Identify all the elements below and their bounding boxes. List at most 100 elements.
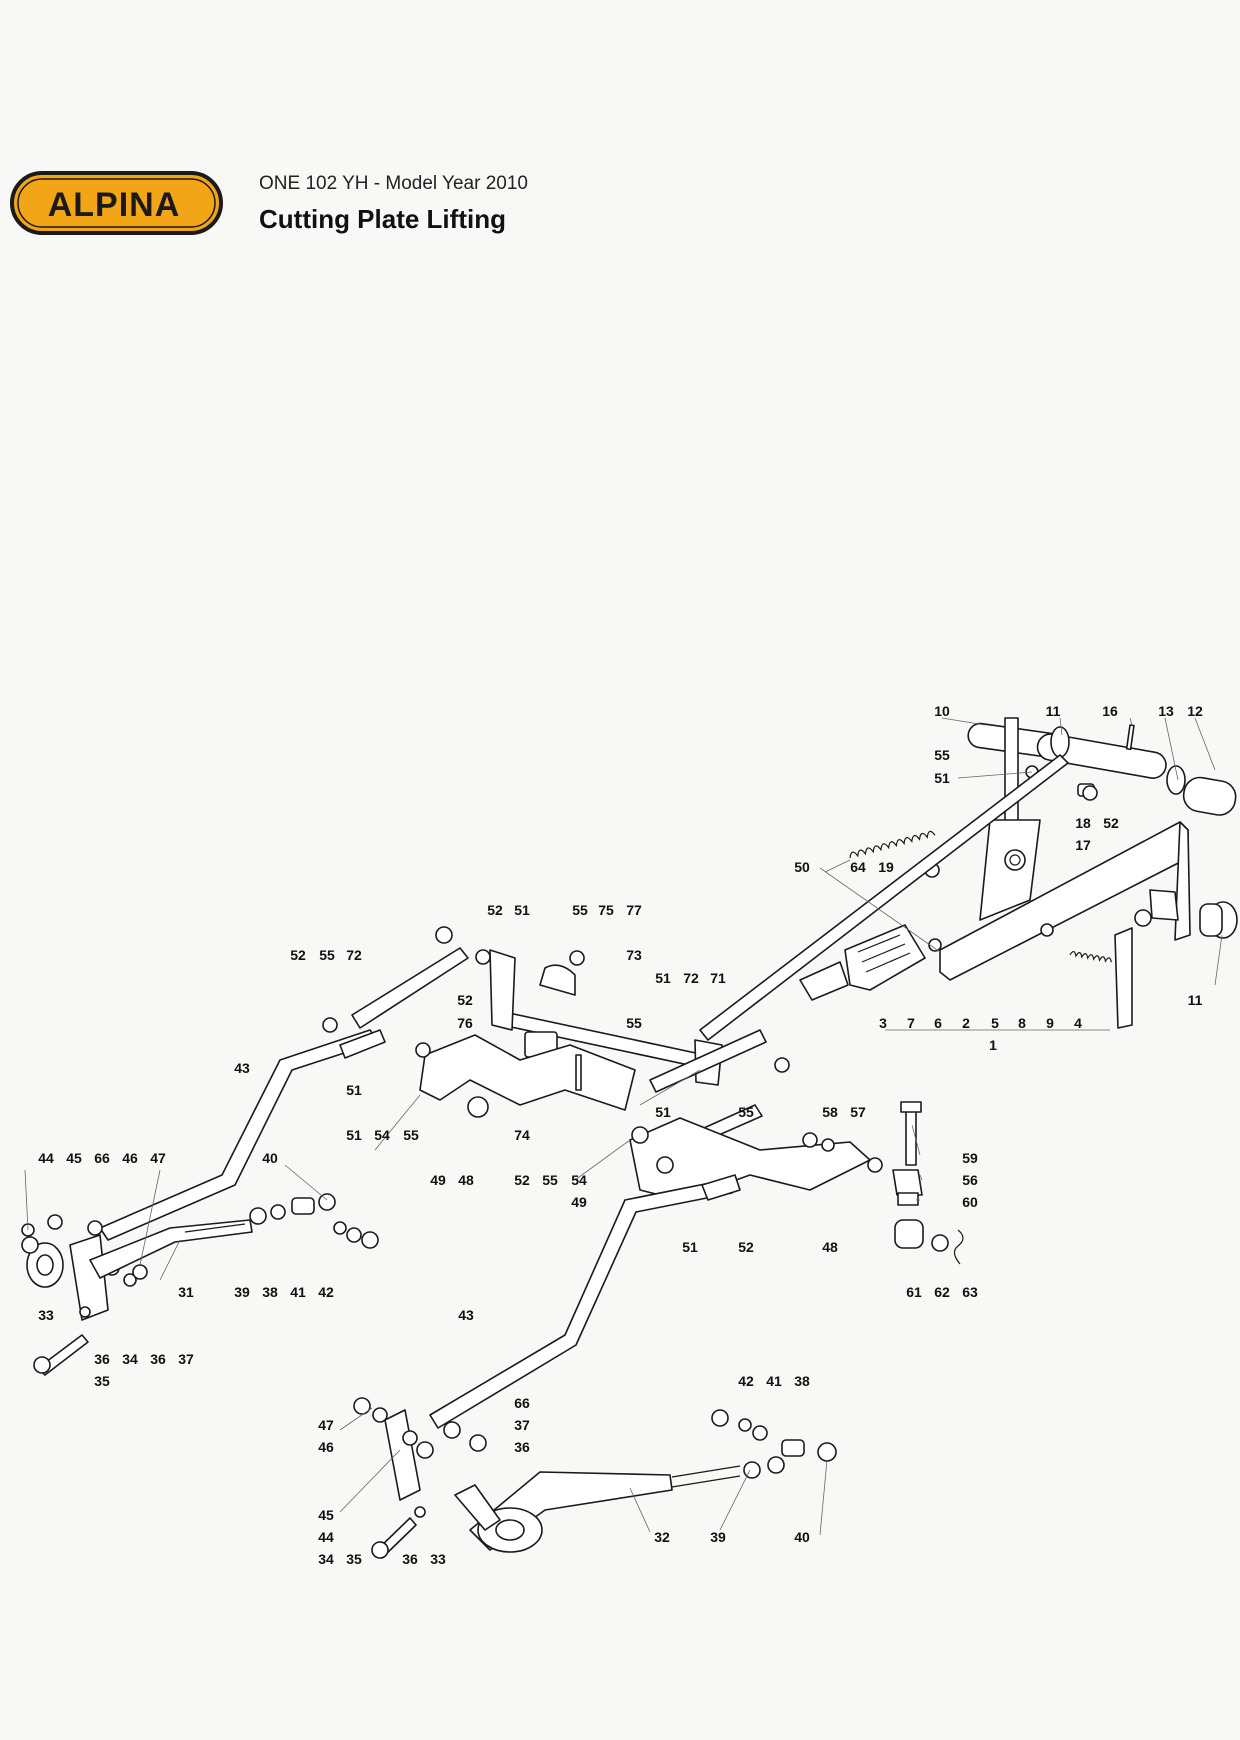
callout-13: 13 bbox=[1158, 703, 1174, 719]
callout-58: 58 bbox=[822, 1104, 838, 1120]
callout-49: 49 bbox=[430, 1172, 446, 1188]
callout-55: 55 bbox=[626, 1015, 642, 1031]
callout-16: 16 bbox=[1102, 703, 1118, 719]
callout-17: 17 bbox=[1075, 837, 1091, 853]
callout-51: 51 bbox=[682, 1239, 698, 1255]
callout-51: 51 bbox=[514, 902, 530, 918]
callout-36: 36 bbox=[150, 1351, 166, 1367]
callout-9: 9 bbox=[1046, 1015, 1054, 1031]
callout-71: 71 bbox=[710, 970, 726, 986]
callout-31: 31 bbox=[178, 1284, 194, 1300]
callout-55: 55 bbox=[934, 747, 950, 763]
callout-36: 36 bbox=[514, 1439, 530, 1455]
callout-18: 18 bbox=[1075, 815, 1091, 831]
callout-45: 45 bbox=[66, 1150, 82, 1166]
callout-11: 11 bbox=[1188, 992, 1203, 1008]
callout-36: 36 bbox=[402, 1551, 418, 1567]
callout-47: 47 bbox=[150, 1150, 166, 1166]
callout-47: 47 bbox=[318, 1417, 334, 1433]
callout-39: 39 bbox=[710, 1529, 726, 1545]
callout-12: 12 bbox=[1187, 703, 1203, 719]
callout-19: 19 bbox=[878, 859, 894, 875]
alpina-logo: ALPINA bbox=[10, 171, 223, 235]
callout-4: 4 bbox=[1074, 1015, 1082, 1031]
callout-72: 72 bbox=[683, 970, 699, 986]
callout-66: 66 bbox=[94, 1150, 110, 1166]
callout-2: 2 bbox=[962, 1015, 970, 1031]
callout-54: 54 bbox=[571, 1172, 587, 1188]
callout-39: 39 bbox=[234, 1284, 250, 1300]
page-title: Cutting Plate Lifting bbox=[259, 204, 506, 234]
callout-44: 44 bbox=[318, 1529, 334, 1545]
callout-49: 49 bbox=[571, 1194, 587, 1210]
callout-72: 72 bbox=[346, 947, 362, 963]
callout-44: 44 bbox=[38, 1150, 54, 1166]
callout-37: 37 bbox=[178, 1351, 194, 1367]
logo-wordmark: ALPINA bbox=[48, 186, 181, 224]
callout-34: 34 bbox=[318, 1551, 334, 1567]
lift-rod-43-lower bbox=[429, 1179, 733, 1429]
callout-74: 74 bbox=[514, 1127, 530, 1143]
callout-51: 51 bbox=[655, 970, 671, 986]
callout-37: 37 bbox=[514, 1417, 530, 1433]
callout-73: 73 bbox=[626, 947, 642, 963]
link-rod-50 bbox=[699, 754, 1069, 1041]
callout-52: 52 bbox=[738, 1239, 754, 1255]
callout-33: 33 bbox=[38, 1307, 54, 1323]
callout-3: 3 bbox=[879, 1015, 887, 1031]
callout-33: 33 bbox=[430, 1551, 446, 1567]
callout-48: 48 bbox=[822, 1239, 838, 1255]
callout-57: 57 bbox=[850, 1104, 866, 1120]
callout-5: 5 bbox=[991, 1015, 999, 1031]
model-subtitle: ONE 102 YH - Model Year 2010 bbox=[259, 173, 528, 194]
callout-40: 40 bbox=[262, 1150, 278, 1166]
callout-48: 48 bbox=[458, 1172, 474, 1188]
callout-56: 56 bbox=[962, 1172, 978, 1188]
callout-8: 8 bbox=[1018, 1015, 1026, 1031]
callout-55: 55 bbox=[319, 947, 335, 963]
callout-10: 10 bbox=[934, 703, 950, 719]
callout-62: 62 bbox=[934, 1284, 950, 1300]
callout-77: 77 bbox=[626, 902, 642, 918]
callout-50: 50 bbox=[794, 859, 810, 875]
callout-43: 43 bbox=[234, 1060, 250, 1076]
callout-7: 7 bbox=[907, 1015, 915, 1031]
callout-51: 51 bbox=[655, 1104, 671, 1120]
callout-55: 55 bbox=[403, 1127, 419, 1143]
callout-55: 55 bbox=[572, 902, 588, 918]
callout-41: 41 bbox=[290, 1284, 306, 1300]
callout-52: 52 bbox=[1103, 815, 1119, 831]
callout-32: 32 bbox=[654, 1529, 670, 1545]
callout-11: 11 bbox=[1046, 703, 1061, 719]
callout-38: 38 bbox=[794, 1373, 810, 1389]
callout-46: 46 bbox=[318, 1439, 334, 1455]
callout-52: 52 bbox=[290, 947, 306, 963]
callout-labels: 10 11 16 13 12 55 51 18 52 17 50 64 19 5… bbox=[38, 703, 1203, 1567]
callout-35: 35 bbox=[94, 1373, 110, 1389]
callout-52: 52 bbox=[487, 902, 503, 918]
lower-pivot-cluster bbox=[353, 1397, 837, 1559]
lift-shaft-assembly bbox=[799, 717, 1238, 1029]
callout-38: 38 bbox=[262, 1284, 278, 1300]
callout-42: 42 bbox=[738, 1373, 754, 1389]
callout-40: 40 bbox=[794, 1529, 810, 1545]
callout-36: 36 bbox=[94, 1351, 110, 1367]
callout-55: 55 bbox=[738, 1104, 754, 1120]
callout-46: 46 bbox=[122, 1150, 138, 1166]
left-pivot-cluster bbox=[21, 1193, 379, 1376]
callout-55: 55 bbox=[542, 1172, 558, 1188]
callout-51: 51 bbox=[346, 1127, 362, 1143]
callout-76: 76 bbox=[457, 1015, 473, 1031]
callout-51: 51 bbox=[934, 770, 950, 786]
callout-41: 41 bbox=[766, 1373, 782, 1389]
callout-42: 42 bbox=[318, 1284, 334, 1300]
callout-52: 52 bbox=[457, 992, 473, 1008]
callout-64: 64 bbox=[850, 859, 866, 875]
callout-75: 75 bbox=[598, 902, 614, 918]
callout-34: 34 bbox=[122, 1351, 138, 1367]
callout-52: 52 bbox=[514, 1172, 530, 1188]
callout-54: 54 bbox=[374, 1127, 390, 1143]
callout-61: 61 bbox=[906, 1284, 922, 1300]
callout-1: 1 bbox=[989, 1037, 997, 1053]
